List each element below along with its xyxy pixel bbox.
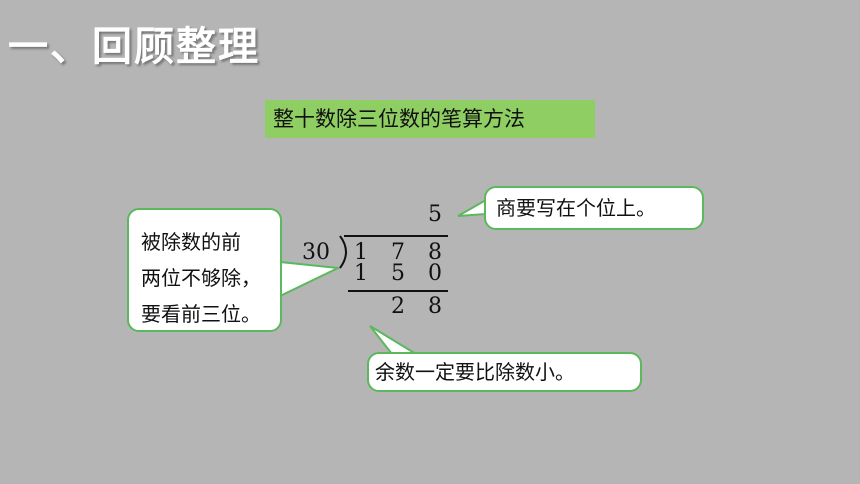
dividend-digit-2: 7 bbox=[391, 240, 405, 265]
subtraction-line bbox=[348, 290, 448, 292]
topic-label: 整十数除三位数的笔算方法 bbox=[265, 100, 595, 138]
note-left-line-1: 被除数的前 bbox=[141, 230, 241, 254]
dividend-digit-1: 1 bbox=[354, 240, 368, 265]
divisor: 30 bbox=[302, 240, 330, 265]
remainder-digit-1: 2 bbox=[391, 294, 405, 319]
quotient-digit: 5 bbox=[428, 202, 442, 227]
note-left-line-2: 两位不够除， bbox=[141, 266, 261, 290]
slide-title: 一、回顾整理 bbox=[8, 24, 260, 70]
right-bubble-tail bbox=[457, 198, 487, 217]
note-left-bubble: 被除数的前 两位不够除， 要看前三位。 bbox=[127, 208, 282, 332]
product-digit-2: 5 bbox=[391, 261, 405, 286]
note-left-line-3: 要看前三位。 bbox=[141, 302, 261, 326]
note-right-bubble: 商要写在个位上。 bbox=[484, 186, 704, 230]
product-digit-1: 1 bbox=[354, 261, 368, 286]
product-digit-3: 0 bbox=[428, 261, 442, 286]
division-bracket bbox=[339, 235, 347, 269]
left-bubble-tail bbox=[279, 260, 342, 298]
bottom-bubble-tail bbox=[369, 325, 420, 355]
remainder-digit-2: 8 bbox=[428, 294, 442, 319]
division-bar bbox=[344, 235, 448, 237]
dividend-digit-3: 8 bbox=[428, 240, 442, 265]
note-bottom-bubble: 余数一定要比除数小。 bbox=[367, 352, 642, 392]
